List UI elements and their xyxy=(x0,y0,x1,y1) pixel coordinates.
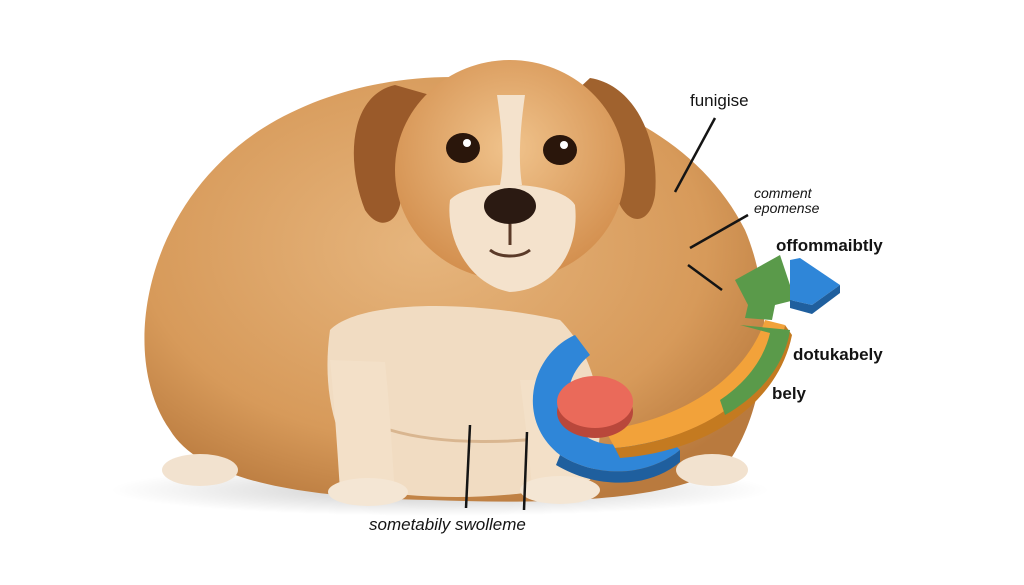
leader-line-bottom-left xyxy=(464,424,472,509)
blue-arc-side xyxy=(556,450,680,483)
label-bottom: sometabily swolleme xyxy=(369,515,526,534)
green-arrow-head xyxy=(735,255,795,320)
dog-nose xyxy=(484,188,536,224)
label-right-upper: offommaibtly xyxy=(776,236,883,255)
label-comment: comment epomense xyxy=(754,186,819,216)
leader-lines xyxy=(464,117,749,511)
paw-back-left xyxy=(162,454,238,486)
leader-line-right xyxy=(687,263,723,292)
eye-left xyxy=(446,133,480,163)
paw-front-right xyxy=(520,476,600,504)
blue-arc-segment xyxy=(532,335,680,472)
label-comment-line2: epomense xyxy=(754,200,820,216)
leader-line-top xyxy=(673,117,717,193)
paw-back-right xyxy=(676,454,748,486)
leader-line-comment xyxy=(689,213,749,250)
green-arc-segment xyxy=(720,325,790,415)
eye-right xyxy=(543,135,577,165)
label-comment-line1: comment xyxy=(754,185,812,201)
eye-left-highlight xyxy=(463,139,471,147)
arrow-graphic xyxy=(532,255,840,483)
eye-right-highlight xyxy=(560,141,568,149)
blue-arrow-head xyxy=(790,258,840,305)
muzzle xyxy=(449,184,576,292)
paw-front-left xyxy=(328,478,408,506)
label-right-lower: bely xyxy=(772,384,807,403)
red-disc xyxy=(557,376,633,428)
dog-mouth xyxy=(489,224,531,258)
blue-arrow-head-side xyxy=(790,285,840,314)
label-right-middle: dotukabely xyxy=(793,345,883,364)
front-leg-left xyxy=(330,360,395,492)
leader-line-bottom-right xyxy=(522,431,529,511)
face-blaze xyxy=(497,95,525,185)
label-top-right: funigise xyxy=(690,91,749,110)
